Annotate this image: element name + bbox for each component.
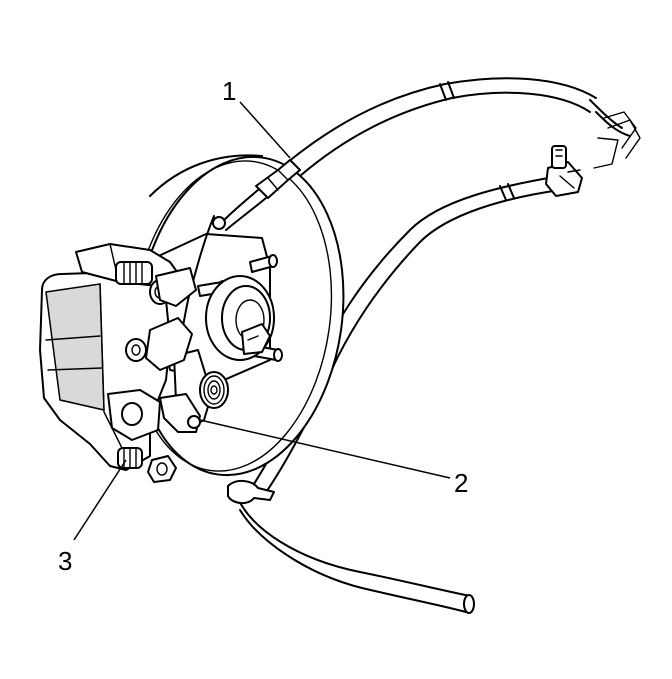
callout-label-1: 1 bbox=[222, 76, 236, 106]
caliper-bolt-lower bbox=[117, 447, 177, 483]
callout-label-3: 3 bbox=[58, 546, 72, 576]
caliper-bolt-middle bbox=[125, 338, 147, 362]
parking-brake-lever bbox=[159, 349, 229, 433]
leader-line-1 bbox=[239, 101, 291, 159]
leader-line-2 bbox=[199, 419, 451, 479]
leader-line-3 bbox=[73, 459, 127, 541]
cable-connector bbox=[545, 145, 583, 197]
callout-label-2: 2 bbox=[454, 468, 468, 498]
return-spring bbox=[199, 371, 229, 409]
brake-caliper bbox=[39, 243, 197, 483]
parking-brake-cable-upper bbox=[287, 77, 641, 177]
